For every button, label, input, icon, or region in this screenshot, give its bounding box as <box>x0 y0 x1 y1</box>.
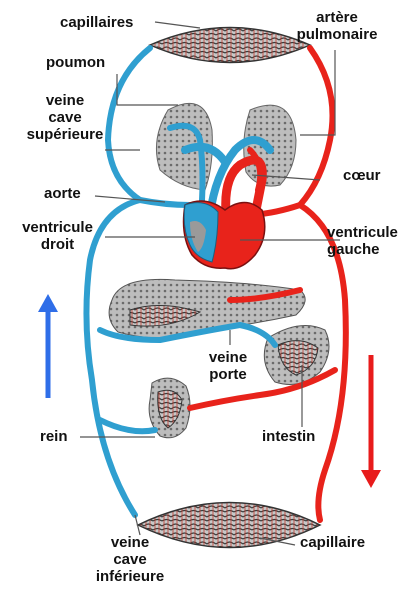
label-veine-cave-inf-line3: inférieure <box>80 569 180 585</box>
arrow-up-icon <box>38 294 58 398</box>
label-ventricule-droit-line2: droit <box>10 237 105 253</box>
label-capillaires: capillaires <box>60 15 133 31</box>
label-poumon: poumon <box>46 55 105 71</box>
arrow-down-icon <box>361 355 381 488</box>
label-veine-cave-sup-line3: supérieure <box>15 127 115 143</box>
label-ventricule-gauche-line1: ventricule <box>327 225 398 241</box>
label-veine-cave-inf-line2: cave <box>80 552 180 568</box>
label-veine-porte-line2: porte <box>198 367 258 383</box>
label-ventricule-droit-line1: ventricule <box>10 220 105 236</box>
label-rein: rein <box>40 429 68 445</box>
label-artere-pulmonaire-line2: pulmonaire <box>282 27 392 43</box>
label-artere-pulmonaire-line1: artère <box>282 10 392 26</box>
heart <box>184 201 265 269</box>
label-veine-cave-inf-line1: veine <box>80 535 180 551</box>
label-ventricule-gauche-line2: gauche <box>327 242 380 258</box>
label-capillaire: capillaire <box>300 535 365 551</box>
label-veine-porte-line1: veine <box>198 350 258 366</box>
label-coeur: cœur <box>343 168 381 184</box>
label-veine-cave-sup-line1: veine <box>15 93 115 109</box>
label-veine-cave-sup-line2: cave <box>15 110 115 126</box>
label-intestin: intestin <box>262 429 315 445</box>
label-aorte: aorte <box>44 186 81 202</box>
